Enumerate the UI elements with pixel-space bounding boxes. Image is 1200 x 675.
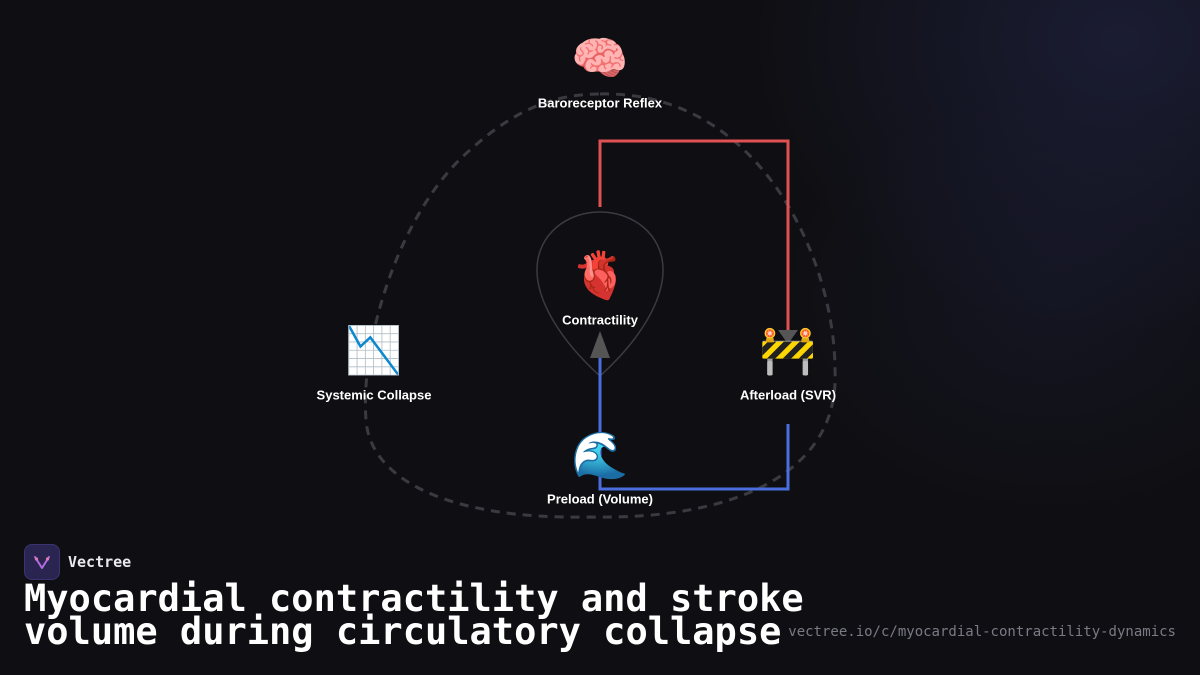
- source-url[interactable]: vectree.io/c/myocardial-contractility-dy…: [788, 624, 1176, 640]
- cycle-outline: [363, 92, 837, 519]
- brain-icon: 🧠: [571, 31, 629, 85]
- node-label-systemic-collapse: Systemic Collapse: [316, 387, 432, 403]
- vectree-logo-icon: [24, 544, 60, 580]
- brand[interactable]: Vectree: [24, 544, 131, 580]
- brand-name: Vectree: [68, 553, 132, 571]
- chart-decreasing-icon: 📉: [345, 323, 403, 377]
- node-label-preload: Preload (Volume): [547, 491, 653, 507]
- node-label-contractility: Contractility: [562, 312, 638, 328]
- anatomical-heart-icon: 🫀: [571, 248, 629, 302]
- node-label-afterload: Afterload (SVR): [739, 387, 837, 403]
- construction-barrier-icon: 🚧: [759, 323, 817, 377]
- water-wave-icon: 🌊: [571, 428, 629, 482]
- reflex-arrowhead: [778, 330, 798, 344]
- volume-arrowhead: [590, 331, 610, 358]
- page-title: Myocardial contractility and stroke volu…: [24, 577, 804, 653]
- reflex-path: [598, 139, 790, 330]
- node-label-baroreceptor: Baroreceptor Reflex: [537, 95, 663, 111]
- contractility-outline: [536, 211, 664, 378]
- volume-path: [598, 356, 790, 491]
